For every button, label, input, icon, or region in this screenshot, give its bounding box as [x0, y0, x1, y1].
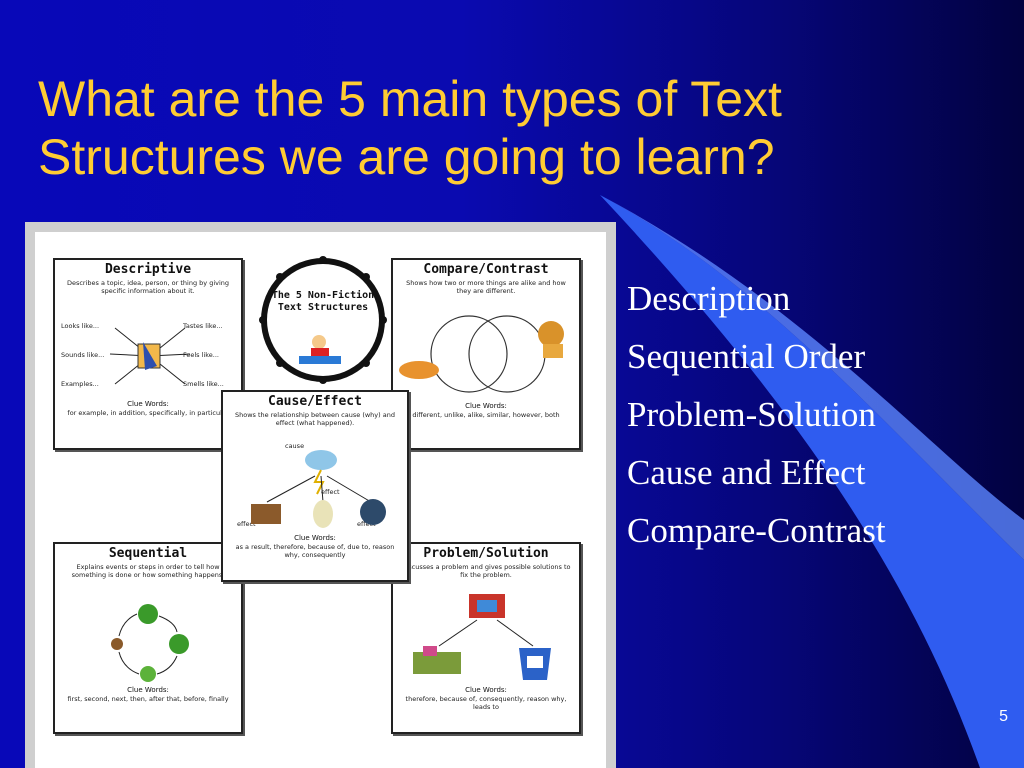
compare-description: Shows how two or more things are alike a…: [406, 279, 566, 295]
list-item: Problem-Solution: [627, 395, 876, 434]
problem-solution-card: Problem/Solution Discusses a problem and…: [391, 542, 581, 734]
descriptive-card: Descriptive Describes a topic, idea, per…: [53, 258, 243, 450]
problem-clue-words: therefore, because of, consequently, rea…: [405, 695, 567, 711]
cause-effect-diagram: [251, 450, 386, 528]
cause-clue-words: as a result, therefore, because of, due …: [235, 543, 395, 559]
list-item: Sequential Order: [627, 337, 866, 376]
problem-description: Discusses a problem and gives possible s…: [401, 563, 571, 579]
cause-label: cause: [285, 442, 305, 450]
sequential-description: Explains events or steps in order to tel…: [71, 563, 225, 579]
descriptive-clue-heading: Clue Words:: [127, 400, 169, 408]
descriptive-label-sounds: Sounds like...: [61, 351, 105, 359]
seal-badge-icon: [259, 256, 387, 384]
sequential-clue-words: first, second, next, then, after that, b…: [67, 695, 229, 703]
cause-title: Cause/Effect: [268, 394, 362, 409]
sequence-cycle-diagram: [111, 604, 189, 682]
descriptive-label-smells: Smells like...: [183, 380, 224, 388]
compare-clue-words: different, unlike, alike, similar, howev…: [412, 411, 560, 419]
descriptive-label-examples: Examples...: [61, 380, 99, 388]
sequential-clue-heading: Clue Words:: [127, 686, 169, 694]
descriptive-label-tastes: Tastes like...: [183, 322, 223, 330]
problem-solution-diagram: [413, 594, 551, 680]
seal-text: The 5 Non-Fiction Text Structures: [271, 290, 375, 313]
descriptive-description: Describes a topic, idea, person, or thin…: [66, 279, 230, 295]
problem-title: Problem/Solution: [423, 546, 549, 561]
descriptive-title: Descriptive: [104, 262, 192, 277]
list-item: Description: [627, 279, 791, 318]
descriptive-diagram: [109, 327, 191, 385]
compare-clue-heading: Clue Words:: [465, 402, 507, 410]
text-structure-list: Description Sequential Order Problem-Sol…: [627, 270, 886, 560]
sequential-card: Sequential Explains events or steps in o…: [53, 542, 243, 734]
effect-label-3: effect: [357, 520, 376, 528]
poster-seal: The 5 Non-Fiction Text Structures: [259, 256, 387, 384]
cause-description: Shows the relationship between cause (wh…: [235, 411, 395, 427]
cause-effect-card: Cause/Effect Shows the relationship betw…: [221, 390, 409, 582]
list-item: Compare-Contrast: [627, 511, 886, 550]
cause-clue-heading: Clue Words:: [294, 534, 336, 542]
problem-clue-heading: Clue Words:: [465, 686, 507, 694]
sequential-title: Sequential: [108, 546, 188, 561]
descriptive-label-feels: Feels like...: [183, 351, 219, 359]
descriptive-label-looks: Looks like...: [61, 322, 100, 330]
list-item: Cause and Effect: [627, 453, 866, 492]
effect-label-1: effect: [237, 520, 256, 528]
descriptive-clue-words: for example, in addition, specifically, …: [67, 409, 229, 417]
effect-label-2: effect: [321, 488, 340, 496]
slide-title: What are the 5 main types of Text Struct…: [38, 71, 782, 185]
compare-contrast-card: Compare/Contrast Shows how two or more t…: [391, 258, 581, 450]
poster-inner: Descriptive Describes a topic, idea, per…: [35, 232, 606, 768]
text-structures-poster: Descriptive Describes a topic, idea, per…: [25, 222, 616, 768]
venn-diagram: [399, 315, 564, 393]
page-number: 5: [999, 708, 1008, 725]
compare-title: Compare/Contrast: [423, 262, 549, 277]
